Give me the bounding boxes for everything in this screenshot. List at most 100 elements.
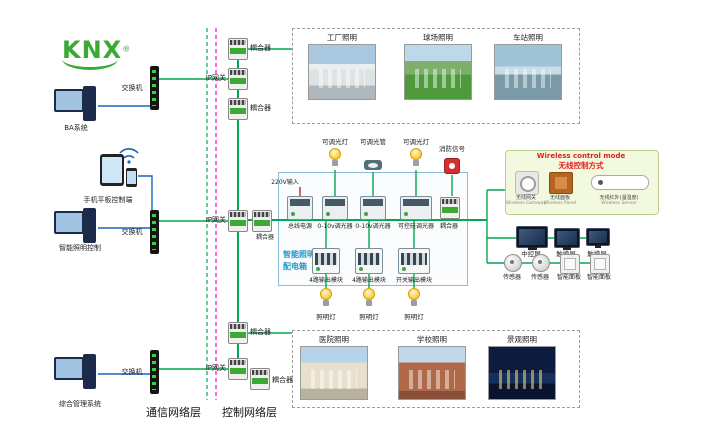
dimmable-lamp-1-icon	[329, 148, 341, 168]
ethernet-wires	[98, 105, 153, 375]
switch-output-module-label: 开关输出模块	[395, 277, 432, 284]
smart-panel-2-icon	[590, 254, 610, 274]
sensor-1-icon	[504, 254, 522, 272]
coupler-bottom-2-label: 耦合器	[272, 376, 293, 384]
coupler-bottom-label: 耦合器	[250, 328, 271, 336]
hospital-lighting-label: 医院照明	[319, 335, 349, 344]
coupler-2-label: 耦合器	[250, 104, 271, 112]
knx-swoosh	[62, 59, 118, 70]
smart-panel-1-icon	[560, 254, 580, 274]
switch-3-label: 交换机	[121, 368, 143, 376]
wireless-panel-label-zh: 无线面板	[549, 195, 570, 201]
mobile-control-label: 手机平板控制端	[83, 196, 133, 204]
cabinet-coupler-label: 耦合器	[439, 223, 458, 230]
wireless-sensor-label-zh: 无线红外(温湿度)	[599, 195, 639, 201]
ctrl-layer-label: 控制网络层	[222, 406, 277, 419]
hospital-lighting-photo	[300, 346, 368, 400]
tablet-icon	[100, 154, 124, 186]
phone-icon	[126, 168, 137, 187]
downlight-icon	[364, 160, 382, 170]
ip-gateway-device-3	[228, 358, 248, 380]
computer-icon-ba	[54, 86, 98, 124]
factory-lighting-photo	[308, 44, 376, 100]
wireless-panel-label-en: Wireless Panel	[543, 201, 577, 206]
dimmer-1-label: 0-10v调光器	[317, 223, 353, 230]
lamp-1-label: 照明灯	[316, 313, 336, 321]
sensor-2-label: 传感器	[530, 274, 549, 281]
wireless-sensor-icon	[591, 175, 649, 190]
touch-screen-2-icon	[586, 228, 610, 248]
ba-system-label: BA系统	[64, 124, 88, 132]
switch-2-label: 交换机	[121, 228, 143, 236]
bus-power-label: 总线电源	[287, 223, 312, 230]
station-lighting-label: 车站照明	[513, 33, 543, 42]
comm-layer-label: 通信网络层	[146, 406, 201, 419]
coupler-mid-label: 耦合器	[255, 234, 274, 241]
lighting-control-label: 智能照明控制	[59, 244, 101, 252]
network-switch-3	[150, 350, 159, 394]
fire-alarm-icon	[444, 158, 460, 174]
bus-power-module	[287, 196, 313, 220]
touch-screen-1-icon	[554, 228, 580, 250]
computer-icon-lighting	[54, 208, 98, 246]
management-system-label: 综合管理系统	[59, 400, 101, 408]
lamp-1-icon	[320, 288, 332, 308]
ip-gateway-device-1	[228, 68, 248, 90]
dimmable-lamp-1-label: 可调光灯	[322, 138, 348, 146]
central-screen-label: 中控屏	[521, 250, 541, 258]
smart-panel-1-label: 智能面板	[556, 274, 581, 281]
wireless-gateway-label-en: Wireless Gateway	[505, 201, 547, 206]
stadium-lighting-photo	[404, 44, 472, 100]
top-applications-box	[292, 28, 580, 124]
coupler-device-bottom	[228, 322, 248, 344]
knx-logo-text: KNX	[62, 36, 123, 64]
wireless-title-en: Wireless control mode	[536, 152, 626, 160]
bottom-applications-box	[292, 330, 580, 408]
stadium-lighting-label: 球场照明	[423, 33, 453, 42]
network-switch-1	[150, 66, 159, 110]
knx-logo: KNX®	[62, 36, 134, 80]
central-screen-icon	[516, 226, 548, 250]
coupler-top-label: 耦合器	[250, 44, 271, 52]
station-lighting-photo	[494, 44, 562, 100]
switch-output-module	[398, 248, 430, 274]
landscape-lighting-photo	[488, 346, 556, 400]
school-lighting-photo	[398, 346, 466, 400]
factory-lighting-label: 工厂照明	[327, 33, 357, 42]
ip-gateway-3-label: IP网关	[205, 364, 226, 372]
coupler-device-top	[228, 38, 248, 60]
output-module-2	[355, 248, 383, 274]
coupler-device-mid	[252, 210, 272, 232]
output-module-2-label: 4路输出模块	[352, 277, 386, 284]
smart-panel-2-label: 智能面板	[586, 274, 611, 281]
wireless-panel-icon	[549, 172, 573, 194]
lamp-2-label: 照明灯	[359, 313, 379, 321]
dimmer-module-1	[322, 196, 348, 220]
triac-dimmer-label: 可控硅调光器	[397, 223, 434, 230]
lamp-3-label: 照明灯	[404, 313, 424, 321]
landscape-lighting-label: 景观照明	[507, 335, 537, 344]
dimmable-lamp-2-icon	[410, 148, 422, 168]
computer-icon-management	[54, 354, 98, 392]
dimmable-lamp-2-label: 可调光灯	[403, 138, 429, 146]
ip-gateway-1-label: IP网关	[205, 74, 226, 82]
cabinet-title-line2: 配电箱	[283, 262, 307, 271]
registered-mark: ®	[122, 44, 131, 54]
network-switch-2	[150, 210, 159, 254]
coupler-device-2	[228, 98, 248, 120]
wireless-title-zh: 无线控制方式	[558, 161, 604, 170]
sensor-2-icon	[532, 254, 550, 272]
ip-gateway-2-label: IP网关	[205, 216, 226, 224]
output-module-1	[312, 248, 340, 274]
fire-signal-label: 消防信号	[439, 145, 465, 153]
cabinet-title-line1: 智能照明	[283, 250, 315, 259]
ip-gateway-device-2	[228, 210, 248, 232]
layer-divider-lines	[206, 28, 217, 400]
output-module-1-label: 4路输出模块	[309, 277, 343, 284]
wireless-gateway-icon	[515, 171, 539, 195]
dimmable-tube-label: 可调光管	[360, 138, 386, 146]
lamp-3-icon	[408, 288, 420, 308]
school-lighting-label: 学校照明	[417, 335, 447, 344]
switch-1-label: 交换机	[121, 84, 143, 92]
